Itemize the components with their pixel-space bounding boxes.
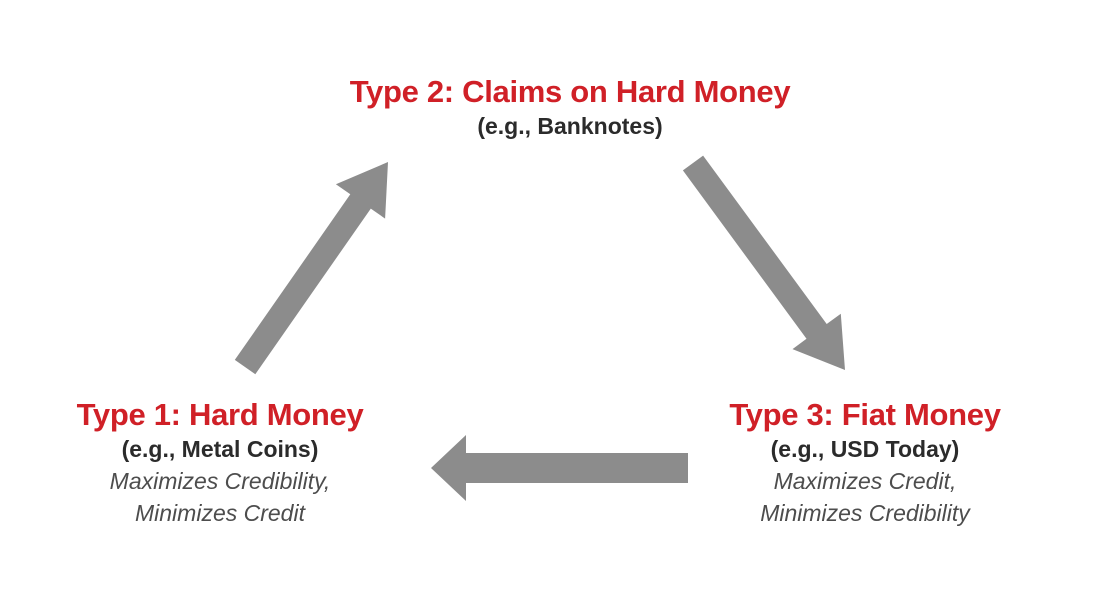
node-type1-title: Type 1: Hard Money bbox=[76, 397, 364, 432]
node-type3-subtitle: (e.g., USD Today) bbox=[770, 436, 960, 462]
node-type2-claims-on-hard-money: Type 2: Claims on Hard Money (e.g., Bank… bbox=[270, 73, 870, 142]
arrow-type2-to-type3-icon bbox=[682, 155, 845, 370]
node-type2-subtitle: (e.g., Banknotes) bbox=[477, 113, 663, 139]
node-type2-title: Type 2: Claims on Hard Money bbox=[349, 74, 791, 109]
node-type1-note-line2: Minimizes Credit bbox=[135, 500, 305, 526]
node-type3-fiat-money: Type 3: Fiat Money (e.g., USD Today) Max… bbox=[665, 396, 1065, 529]
arrow-type3-to-type1-icon bbox=[431, 435, 688, 501]
node-type3-title: Type 3: Fiat Money bbox=[729, 397, 1001, 432]
node-type1-hard-money: Type 1: Hard Money (e.g., Metal Coins) M… bbox=[20, 396, 420, 529]
node-type3-note-line1: Maximizes Credit, bbox=[773, 468, 957, 494]
arrow-type1-to-type2-icon bbox=[234, 162, 388, 375]
node-type1-note-line1: Maximizes Credibility, bbox=[109, 468, 331, 494]
node-type3-note-line2: Minimizes Credibility bbox=[760, 500, 970, 526]
node-type1-subtitle: (e.g., Metal Coins) bbox=[121, 436, 319, 462]
